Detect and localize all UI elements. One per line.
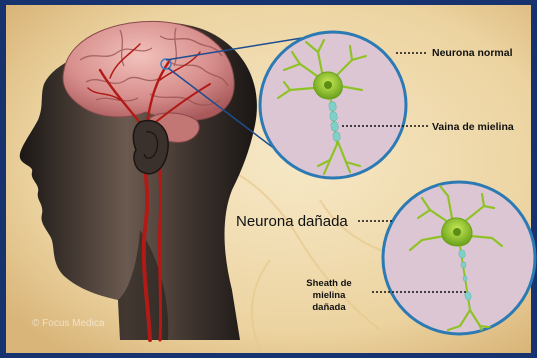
copyright-credit: © Focus Medica (32, 318, 104, 329)
label-neurona-normal: Neurona normal (432, 47, 513, 59)
sheath-line-1: Sheath de (300, 278, 358, 290)
damaged-neuron-circle (383, 182, 535, 334)
label-sheath-mielina-danada: Sheath de mielina dañada (300, 278, 358, 314)
sheath-line-3: dañada (300, 302, 358, 314)
label-neurona-danada: Neurona dañada (236, 213, 348, 230)
sheath-line-2: mielina (300, 290, 358, 302)
label-vaina-de-mielina: Vaina de mielina (432, 121, 514, 133)
ear (133, 120, 168, 173)
